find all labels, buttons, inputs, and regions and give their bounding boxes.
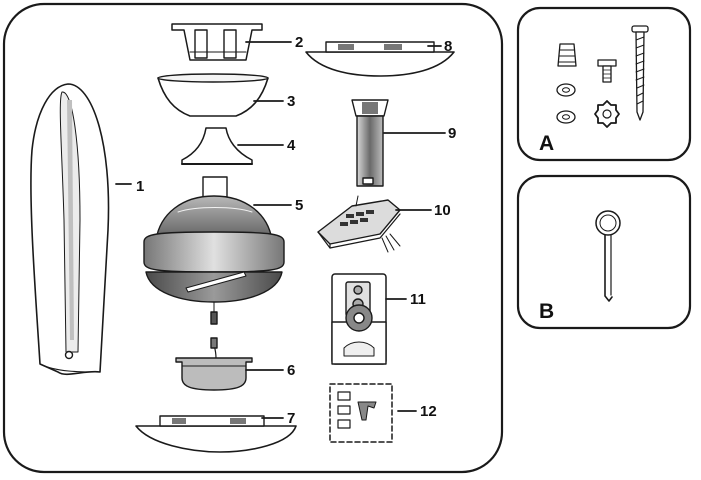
wood-screw-icon bbox=[631, 25, 649, 121]
motor-housing-part bbox=[143, 176, 285, 325]
part-number-12: 12 bbox=[420, 403, 437, 420]
part-number-8: 8 bbox=[444, 38, 452, 55]
panel-letter-b: B bbox=[539, 300, 554, 323]
canopy-trim-part bbox=[305, 41, 455, 77]
hook-panel-frame bbox=[516, 174, 692, 330]
part-number-5: 5 bbox=[295, 197, 303, 214]
canopy-cover-part bbox=[181, 127, 253, 165]
part-number-11: 11 bbox=[410, 291, 426, 308]
remote-control-part bbox=[331, 273, 387, 365]
canopy-part bbox=[157, 73, 269, 117]
receiver-part bbox=[317, 195, 401, 253]
label-sheet-part bbox=[329, 383, 393, 443]
part-number-4: 4 bbox=[287, 137, 296, 154]
panel-letter-a: A bbox=[539, 132, 554, 155]
bolt-icon bbox=[597, 59, 617, 83]
downrod-part bbox=[351, 99, 389, 187]
light-glass-part bbox=[135, 415, 297, 453]
part-number-1: 1 bbox=[136, 178, 144, 195]
switch-housing-part bbox=[175, 337, 253, 391]
washer-icon bbox=[556, 83, 576, 124]
wire-nut-icon bbox=[557, 43, 577, 67]
part-number-6: 6 bbox=[287, 362, 295, 379]
part-number-10: 10 bbox=[434, 202, 451, 219]
part-number-7: 7 bbox=[287, 410, 295, 427]
hanging-hook-icon bbox=[595, 210, 621, 302]
lock-washer-icon bbox=[594, 100, 620, 128]
fan-blade-part bbox=[30, 83, 110, 376]
hardware-panel-frame bbox=[516, 6, 692, 162]
mounting-bracket-part bbox=[171, 23, 263, 61]
main-parts-frame bbox=[2, 2, 504, 474]
part-number-9: 9 bbox=[448, 125, 456, 142]
part-number-2: 2 bbox=[295, 34, 303, 51]
part-number-3: 3 bbox=[287, 93, 295, 110]
